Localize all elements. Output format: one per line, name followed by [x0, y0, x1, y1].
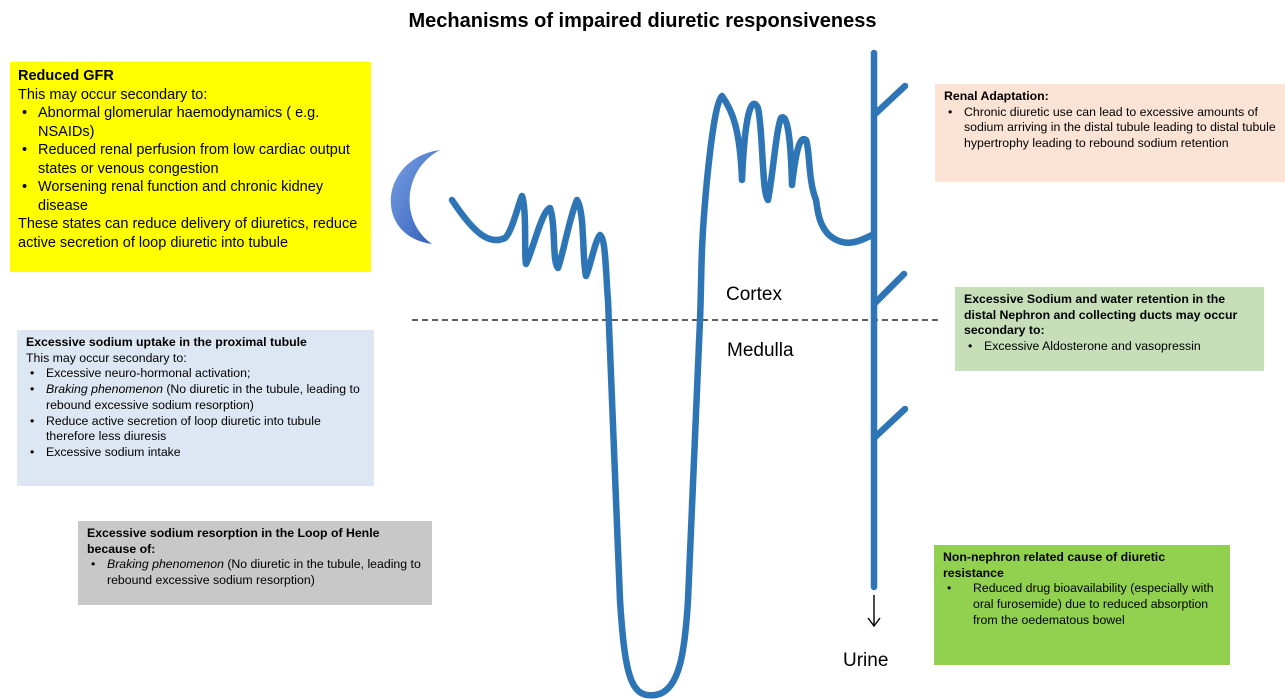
distal-heading: Excessive Sodium and water retention in …: [964, 292, 1238, 338]
list-item: Reduce active secretion of loop diuretic…: [26, 414, 365, 445]
list-item-braking: Braking phenomenon (No diuretic in the t…: [87, 557, 423, 588]
medulla-label: Medulla: [727, 340, 794, 361]
list-item: Excessive Aldosterone and vasopressin: [964, 339, 1255, 355]
diagram-title: Mechanisms of impaired diuretic responsi…: [408, 10, 877, 32]
non-nephron-heading: Non-nephron related cause of diuretic re…: [943, 550, 1166, 580]
list-item: Abnormal glomerular haemodynamics ( e.g.…: [18, 104, 363, 141]
proximal-heading: Excessive sodium uptake in the proximal …: [26, 335, 307, 349]
list-item: Excessive sodium intake: [26, 445, 365, 461]
bowmans-capsule: [390, 150, 440, 244]
braking-term: Braking phenomenon: [46, 382, 163, 397]
proximal-list: Excessive neuro-hormonal activation; Bra…: [26, 366, 365, 460]
braking-text: (No diuretic in the tubule, leading to r…: [46, 382, 360, 412]
non-nephron-box: Non-nephron related cause of diuretic re…: [934, 545, 1230, 665]
braking-text: (No diuretic in the tubule, leading to r…: [107, 557, 421, 588]
braking-term: Braking phenomenon: [107, 557, 224, 572]
non-nephron-list: Reduced drug bioavailability (especially…: [943, 581, 1221, 628]
list-item: Chronic diuretic use can lead to excessi…: [944, 105, 1276, 152]
duct-branch-2: [870, 270, 908, 308]
loop-heading: Excessive sodium resorption in the Loop …: [87, 526, 380, 556]
list-item: Excessive neuro-hormonal activation;: [26, 366, 365, 382]
distal-list: Excessive Aldosterone and vasopressin: [964, 339, 1255, 355]
list-item: Reduced drug bioavailability (especially…: [943, 581, 1221, 628]
urine-arrow: [867, 595, 881, 628]
list-item: Reduced renal perfusion from low cardiac…: [18, 141, 363, 178]
adaptation-heading: Renal Adaptation:: [944, 89, 1049, 103]
loop-list: Braking phenomenon (No diuretic in the t…: [87, 557, 423, 588]
loop-of-henle-box: Excessive sodium resorption in the Loop …: [78, 521, 432, 605]
distal-nephron-box: Excessive Sodium and water retention in …: [955, 287, 1264, 371]
reduced-gfr-outro: These states can reduce delivery of diur…: [18, 216, 358, 251]
reduced-gfr-intro: This may occur secondary to:: [18, 86, 208, 103]
duct-branch-1: [870, 82, 909, 119]
reduced-gfr-list: Abnormal glomerular haemodynamics ( e.g.…: [18, 104, 363, 215]
renal-adaptation-box: Renal Adaptation: Chronic diuretic use c…: [935, 84, 1285, 182]
proximal-intro: This may occur secondary to:: [26, 350, 187, 365]
proximal-tubule-box: Excessive sodium uptake in the proximal …: [17, 330, 374, 486]
cortex-label: Cortex: [726, 284, 782, 305]
reduced-gfr-heading: Reduced GFR: [18, 68, 114, 84]
nephron-tubule: [448, 92, 876, 699]
adaptation-list: Chronic diuretic use can lead to excessi…: [944, 105, 1276, 152]
urine-label: Urine: [843, 650, 889, 671]
list-item: Worsening renal function and chronic kid…: [18, 178, 363, 215]
reduced-gfr-box: Reduced GFR This may occur secondary to:…: [10, 62, 371, 272]
list-item-braking: Braking phenomenon (No diuretic in the t…: [26, 382, 365, 413]
duct-branch-3: [870, 405, 909, 442]
